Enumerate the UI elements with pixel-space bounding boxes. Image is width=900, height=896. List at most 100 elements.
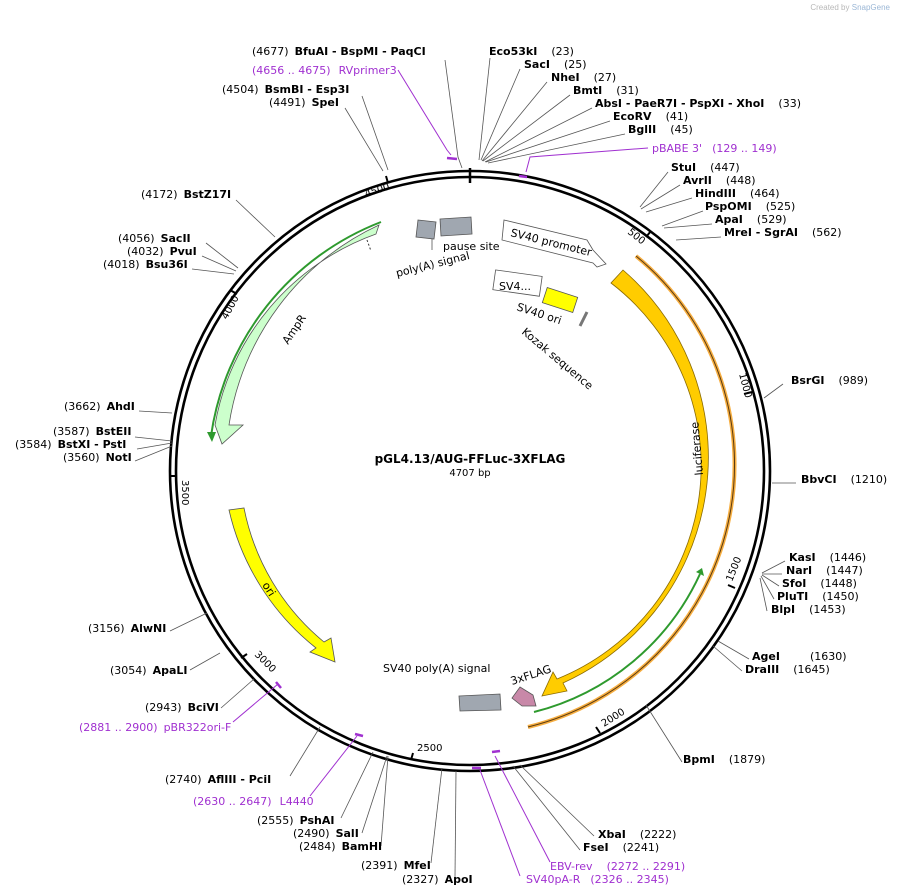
enzyme-site-label[interactable]: NarI(1447) bbox=[786, 564, 863, 577]
enzyme-site-label[interactable]: AgeI(1630) bbox=[752, 650, 847, 663]
enzyme-site-label[interactable]: (4056)SacII bbox=[118, 232, 191, 245]
enzyme-site-label[interactable]: (2490)SalI bbox=[293, 827, 359, 840]
enzyme-site-label[interactable]: ApaI(529) bbox=[715, 213, 787, 226]
sv40-ori-feature[interactable] bbox=[541, 286, 579, 314]
enzyme-site-label[interactable]: KasI(1446) bbox=[789, 551, 866, 564]
enzyme-site-label[interactable]: (3662)AhdI bbox=[64, 400, 135, 413]
leader-line bbox=[205, 242, 239, 269]
leader-line bbox=[134, 436, 173, 442]
enzyme-site-label[interactable]: MreI - SgrAI(562) bbox=[724, 226, 842, 239]
enzyme-site-label[interactable]: (4032)PvuI bbox=[127, 245, 197, 258]
leader-line bbox=[340, 751, 374, 819]
enzyme-site-label[interactable]: (3587)BstEII bbox=[53, 425, 131, 438]
tick-mark bbox=[229, 289, 238, 295]
ori-feature[interactable] bbox=[228, 507, 336, 663]
leader-line bbox=[712, 645, 743, 672]
sv40-promoter-feature[interactable] bbox=[501, 219, 607, 268]
enzyme-site-label[interactable]: BsrGI(989) bbox=[791, 374, 868, 387]
leader-line bbox=[717, 640, 750, 660]
tick-mark bbox=[595, 726, 601, 734]
enzyme-site-label[interactable]: BpmI(1879) bbox=[683, 753, 765, 766]
primer-mark bbox=[354, 732, 364, 738]
enzyme-site-label[interactable]: BlpI(1453) bbox=[771, 603, 846, 616]
luciferase-label: luciferase bbox=[688, 421, 706, 476]
ampr-feature[interactable] bbox=[214, 224, 380, 445]
enzyme-site-label[interactable]: AbsI - PaeR7I - PspXI - XhoI(33) bbox=[595, 97, 801, 110]
enzyme-site-label[interactable]: EcoRV(41) bbox=[613, 110, 688, 123]
enzyme-leaders bbox=[134, 57, 796, 878]
flag-feature[interactable] bbox=[511, 686, 537, 707]
primer-label[interactable]: (2881 .. 2900)pBR322ori-F bbox=[79, 721, 231, 734]
primer-label[interactable]: pBABE 3'(129 .. 149) bbox=[652, 142, 777, 155]
enzyme-site-label[interactable]: (4172)BstZ17I bbox=[141, 188, 231, 201]
enzyme-site-label[interactable]: BglII(45) bbox=[628, 123, 693, 136]
enzyme-site-label[interactable]: (2555)PshAI bbox=[257, 814, 334, 827]
primer-label[interactable]: EBV-rev(2272 .. 2291) bbox=[550, 860, 685, 873]
leader-line bbox=[761, 560, 786, 574]
enzyme-site-label[interactable]: FseI(2241) bbox=[583, 841, 659, 854]
leader-line bbox=[484, 107, 593, 163]
snapgene-credit: Created by SnapGene bbox=[810, 3, 890, 12]
enzyme-site-label[interactable]: (4677)BfuAI - BspMI - PaqCI bbox=[252, 45, 426, 58]
leader-line bbox=[663, 223, 713, 229]
primer-leader bbox=[479, 769, 521, 877]
enzyme-site-label[interactable]: (2740)AflIII - PciI bbox=[165, 773, 271, 786]
leader-line bbox=[136, 442, 173, 450]
enzyme-site-label[interactable]: SfoI(1448) bbox=[782, 577, 857, 590]
enzyme-site-label[interactable]: (4491)SpeI bbox=[269, 96, 339, 109]
sv40-small-box[interactable] bbox=[492, 269, 543, 297]
primer-leader bbox=[525, 147, 649, 173]
leader-line bbox=[169, 612, 208, 632]
enzyme-site-label[interactable]: StuI(447) bbox=[671, 161, 740, 174]
leader-line bbox=[289, 726, 321, 777]
enzyme-site-label[interactable]: (3560)NotI bbox=[63, 451, 132, 464]
flag-orf-arrow bbox=[696, 568, 704, 576]
leader-line bbox=[480, 68, 521, 161]
kozak-feature[interactable] bbox=[578, 311, 589, 327]
leader-line bbox=[485, 120, 611, 163]
enzyme-site-label[interactable]: PluTI(1450) bbox=[777, 590, 859, 603]
enzyme-site-label[interactable]: PspOMI(525) bbox=[705, 200, 795, 213]
enzyme-site-label[interactable]: NheI(27) bbox=[551, 71, 616, 84]
enzyme-site-label[interactable]: SacI(25) bbox=[524, 58, 587, 71]
enzyme-site-label[interactable]: (4504)BsmBI - Esp3I bbox=[222, 83, 349, 96]
leader-line bbox=[430, 767, 443, 864]
leader-line bbox=[201, 255, 237, 272]
enzyme-site-label[interactable]: DraIII(1645) bbox=[745, 663, 830, 676]
ampr-dash bbox=[366, 239, 372, 252]
primer-label[interactable]: SV40pA-R(2326 .. 2345) bbox=[526, 873, 669, 886]
enzyme-site-label[interactable]: (3156)AlwNI bbox=[88, 622, 166, 635]
primer-label[interactable]: (2630 .. 2647)L4440 bbox=[193, 795, 314, 808]
enzyme-site-label[interactable]: (4018)Bsu36I bbox=[103, 258, 188, 271]
enzyme-site-label[interactable]: (2484)BamHI bbox=[299, 840, 382, 853]
enzyme-site-label[interactable]: Eco53kI(23) bbox=[489, 45, 574, 58]
tick-mark bbox=[645, 230, 652, 238]
enzyme-site-label[interactable]: BmtI(31) bbox=[573, 84, 639, 97]
enzyme-site-label[interactable]: AvrII(448) bbox=[683, 174, 756, 187]
leader-line bbox=[361, 95, 389, 171]
sv40-polya-label: SV40 poly(A) signal bbox=[383, 662, 490, 675]
enzyme-site-label[interactable]: HindIII(464) bbox=[695, 187, 780, 200]
enzyme-site-label[interactable]: XbaI(2222) bbox=[598, 828, 676, 841]
leader-line bbox=[478, 57, 491, 161]
enzyme-site-label[interactable]: BbvCI(1210) bbox=[801, 473, 887, 486]
enzyme-site-label[interactable]: (2391)MfeI bbox=[361, 859, 431, 872]
sv40-polya-feature[interactable] bbox=[458, 693, 502, 712]
tick-label: 2000 bbox=[600, 707, 627, 730]
leader-line bbox=[454, 770, 457, 878]
leader-line bbox=[235, 199, 276, 238]
luciferase-feature[interactable] bbox=[541, 269, 709, 697]
pause-site-feature[interactable] bbox=[439, 216, 473, 237]
primer-mark bbox=[446, 156, 458, 161]
enzyme-site-label[interactable]: (3584)BstXI - PstI bbox=[15, 438, 126, 451]
enzyme-site-label[interactable]: (2327)ApoI bbox=[402, 873, 473, 886]
polya-signal-feature[interactable] bbox=[415, 219, 437, 240]
primer-leader bbox=[309, 735, 358, 797]
tick-label: 2500 bbox=[417, 743, 442, 754]
primers bbox=[232, 69, 649, 877]
enzyme-site-label[interactable]: (3054)ApaLI bbox=[110, 664, 188, 677]
plasmid-name: pGL4.13/AUG-FFLuc-3XFLAG bbox=[375, 452, 566, 466]
leader-line bbox=[189, 652, 221, 671]
primer-label[interactable]: (4656 .. 4675)RVprimer3 bbox=[252, 64, 397, 77]
enzyme-site-label[interactable]: (2943)BciVI bbox=[145, 701, 219, 714]
